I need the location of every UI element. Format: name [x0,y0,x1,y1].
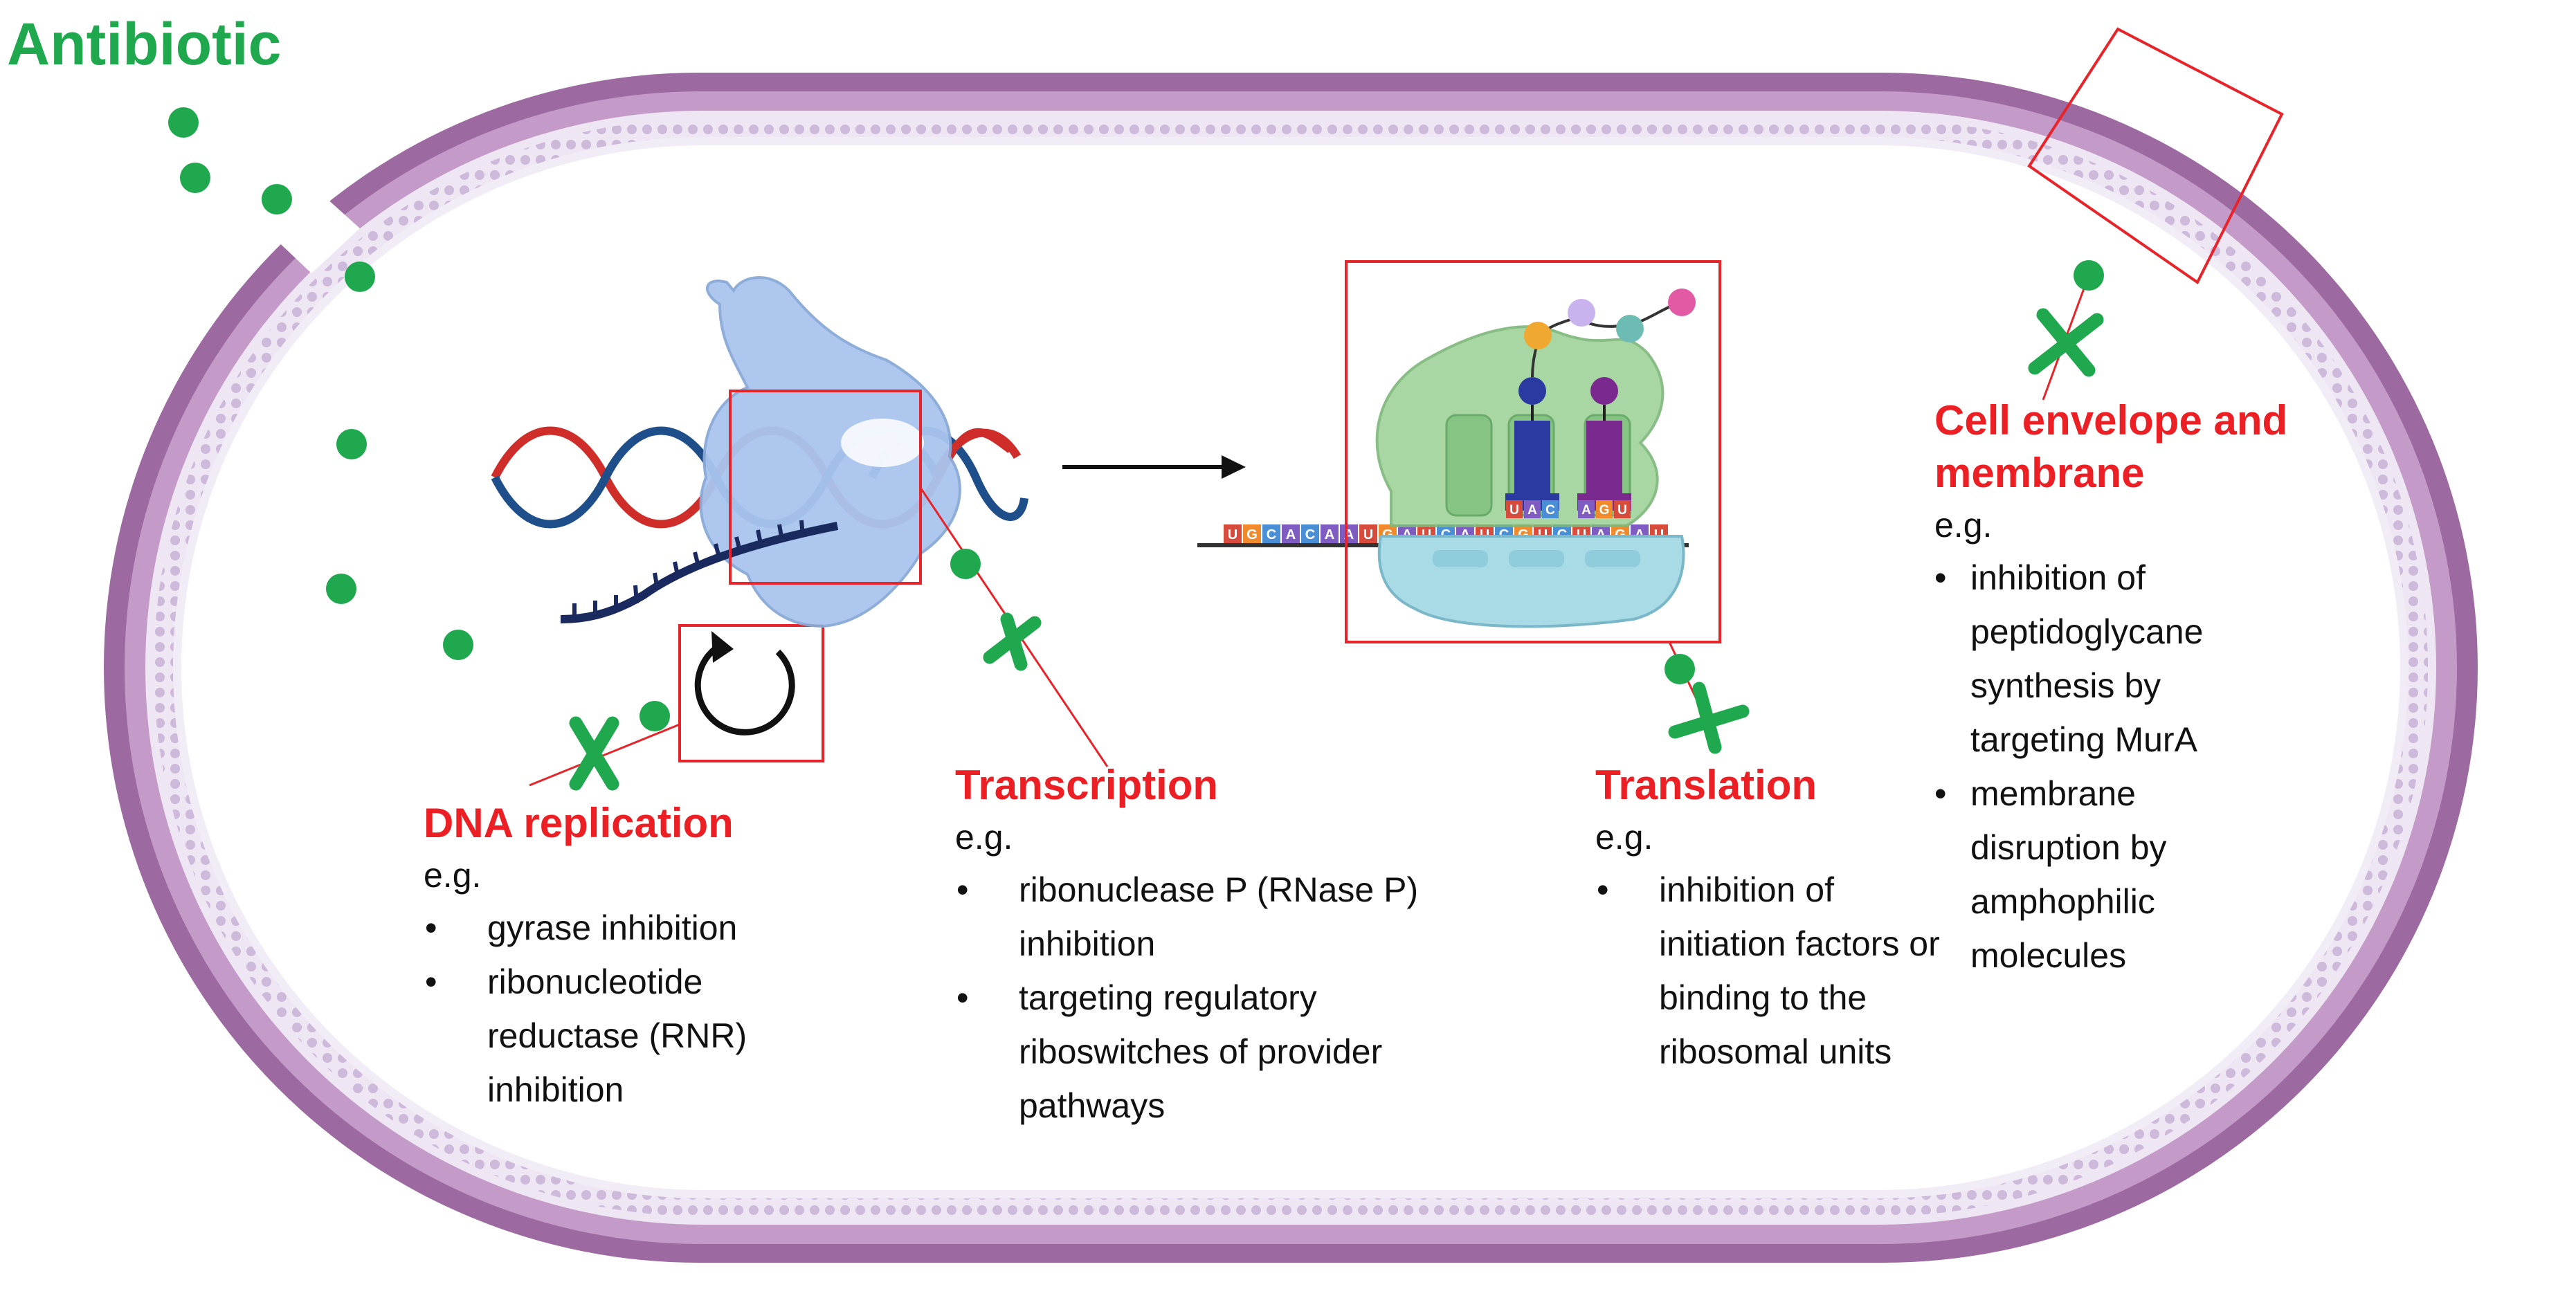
transcription-items-list: ribonuclease P (RNase P) inhibition targ… [955,863,1509,1133]
antibiotic-dot [168,107,199,138]
anticodon-letter: A [1581,503,1591,518]
codon-letter: A [1286,527,1296,542]
codon-letter: C [1305,527,1315,542]
transcription-section: Transcription e.g. ribonuclease P (RNase… [955,759,1509,1133]
dna-replication-target [529,624,824,791]
anticodon-letter: G [1599,503,1610,518]
codon-base [1321,524,1339,543]
anticodon-base [1614,500,1631,518]
envelope-section: Cell envelope and membrane e.g. inhibiti… [1934,394,2350,982]
antibiotic-dot [443,630,473,660]
antibiotic-dot [180,163,210,193]
codon-base [1359,524,1377,543]
transcription-eg-label: e.g. [955,818,1013,857]
ribosome-small-subunit [1377,535,1685,628]
anticodon-base [1596,500,1613,518]
list-item: inhibition of initiation factors or bind… [1595,863,1970,1079]
anticodon-base [1542,500,1559,518]
envelope-items-list: inhibition of peptidoglycane synthesis b… [1934,551,2350,982]
translation-items-list: inhibition of initiation factors or bind… [1595,863,1983,1079]
circular-arrow-icon [694,641,795,735]
list-item: membrane disruption by amphophilic molec… [1934,767,2261,982]
transcription-target [729,390,1109,767]
antibiotic-dot [262,184,292,214]
anticodon-base [1578,500,1595,518]
codon-letter: G [1246,527,1258,542]
anticodon-letter: C [1545,503,1555,518]
codon-letter: U [1228,527,1237,542]
anticodon-letter: A [1527,503,1537,518]
codon-letter: C [1267,527,1276,542]
codon-base [1262,524,1280,543]
antibiotic-dot [345,262,375,292]
dna-replication-heading: DNA replication [424,800,734,846]
codon-base [1301,524,1319,543]
antibiotic-dot [950,549,981,579]
antibiotic-dot [2074,260,2104,291]
antibiotic-molecules [168,107,473,660]
translation-section: Translation e.g. inhibition of initiatio… [1595,759,1983,1079]
anticodon-letter: U [1617,503,1627,518]
list-item: ribonuclease P (RNase P) inhibition [955,863,1489,971]
dna-eg-label: e.g. [424,856,482,895]
anticodon-letter: U [1509,503,1519,518]
antibiotic-dot [640,701,670,731]
codon-letter: U [1363,527,1373,542]
translation-target [1345,260,1750,754]
dna-items-list: gyrase inhibition ribonucleotide reducta… [424,901,894,1117]
block-x-icon [569,716,619,791]
antibiotic-title: Antibiotic [7,11,282,77]
translation-eg-label: e.g. [1595,818,1653,857]
list-item: targeting regulatory riboswitches of pro… [955,971,1462,1133]
translation-heading: Translation [1595,762,1817,808]
envelope-eg-label: e.g. [1934,506,1993,545]
antibiotic-dot [326,574,356,604]
rna-bases [572,520,805,619]
peptide-chain [1524,289,1696,378]
envelope-heading: Cell envelope and membrane [1934,397,2288,496]
transcription-heading: Transcription [955,762,1219,808]
list-item: ribonucleotide reductase (RNR) inhibitio… [424,955,778,1117]
block-x-icon [2028,308,2104,377]
list-item: inhibition of peptidoglycane synthesis b… [1934,551,2275,767]
codon-base [1224,524,1242,543]
anticodon-base [1524,500,1541,518]
list-item: gyrase inhibition [424,901,894,955]
dna-replication-section: DNA replication e.g. gyrase inhibition r… [424,797,894,1117]
process-arrow [1062,455,1246,479]
codon-base [1282,524,1300,543]
anticodon-base [1506,500,1523,518]
antibiotic-dot [1665,654,1695,684]
block-x-icon [1668,682,1750,754]
block-x-icon [983,612,1042,671]
envelope-target [2027,27,2284,401]
antibiotic-dot [336,429,367,459]
codon-base [1243,524,1261,543]
codon-letter: A [1325,527,1334,542]
codon-base [1340,524,1358,543]
